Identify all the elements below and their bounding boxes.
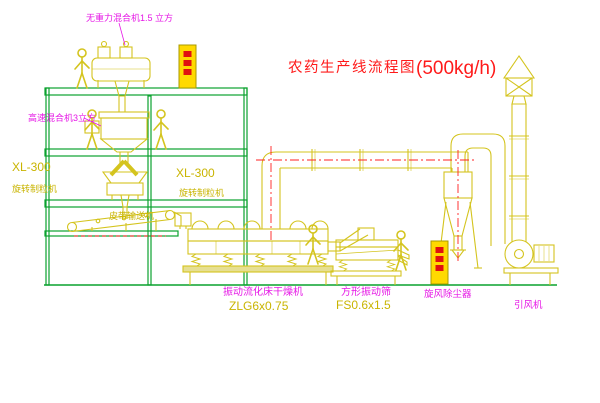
control-cabinet-lower	[430, 240, 449, 285]
worker-figure	[153, 109, 169, 150]
centerlines	[256, 146, 476, 264]
label-screen-name: 方形振动筛	[341, 285, 391, 298]
exhaust-duct	[261, 149, 469, 229]
label-fan: 引风机	[514, 299, 543, 311]
cyclone-separator	[434, 133, 506, 269]
label-granulator-left-name: 旋转制粒机	[12, 183, 57, 194]
diagram-title: 农药生产线流程图	[288, 59, 416, 76]
diagram-title-capacity: (500kg/h)	[416, 58, 496, 79]
worker-figure	[305, 224, 321, 265]
label-granulator-center-name: 旋转制粒机	[179, 187, 224, 198]
control-cabinet-upper	[178, 44, 197, 89]
exhaust-stack	[502, 55, 536, 242]
building-structure	[44, 87, 557, 286]
label-granulator-center-model: XL-300	[176, 166, 215, 180]
label-dryer-name: 振动流化床干燥机	[223, 285, 303, 298]
fluid-bed-dryer	[174, 212, 334, 285]
worker-figure	[74, 48, 90, 89]
label-cyclone: 旋风除尘器	[424, 288, 472, 300]
induced-draft-fan	[503, 239, 559, 285]
label-dryer-model: ZLG6x0.75	[229, 299, 289, 313]
label-screen-model: FS0.6x1.5	[336, 298, 391, 312]
vibrating-screen	[327, 227, 410, 285]
gravity-free-mixer	[91, 40, 151, 112]
label-gravity-free-mixer: 无重力混合机1.5 立方	[86, 12, 173, 23]
belt-conveyor	[66, 209, 182, 237]
rotary-granulator	[101, 159, 149, 219]
label-high-speed-mixer: 高速混合机3立方	[28, 112, 96, 123]
label-granulator-left-model: XL-300	[12, 160, 51, 174]
label-belt-conveyor: 皮带输送机	[109, 210, 154, 221]
leader-lines	[83, 22, 126, 127]
